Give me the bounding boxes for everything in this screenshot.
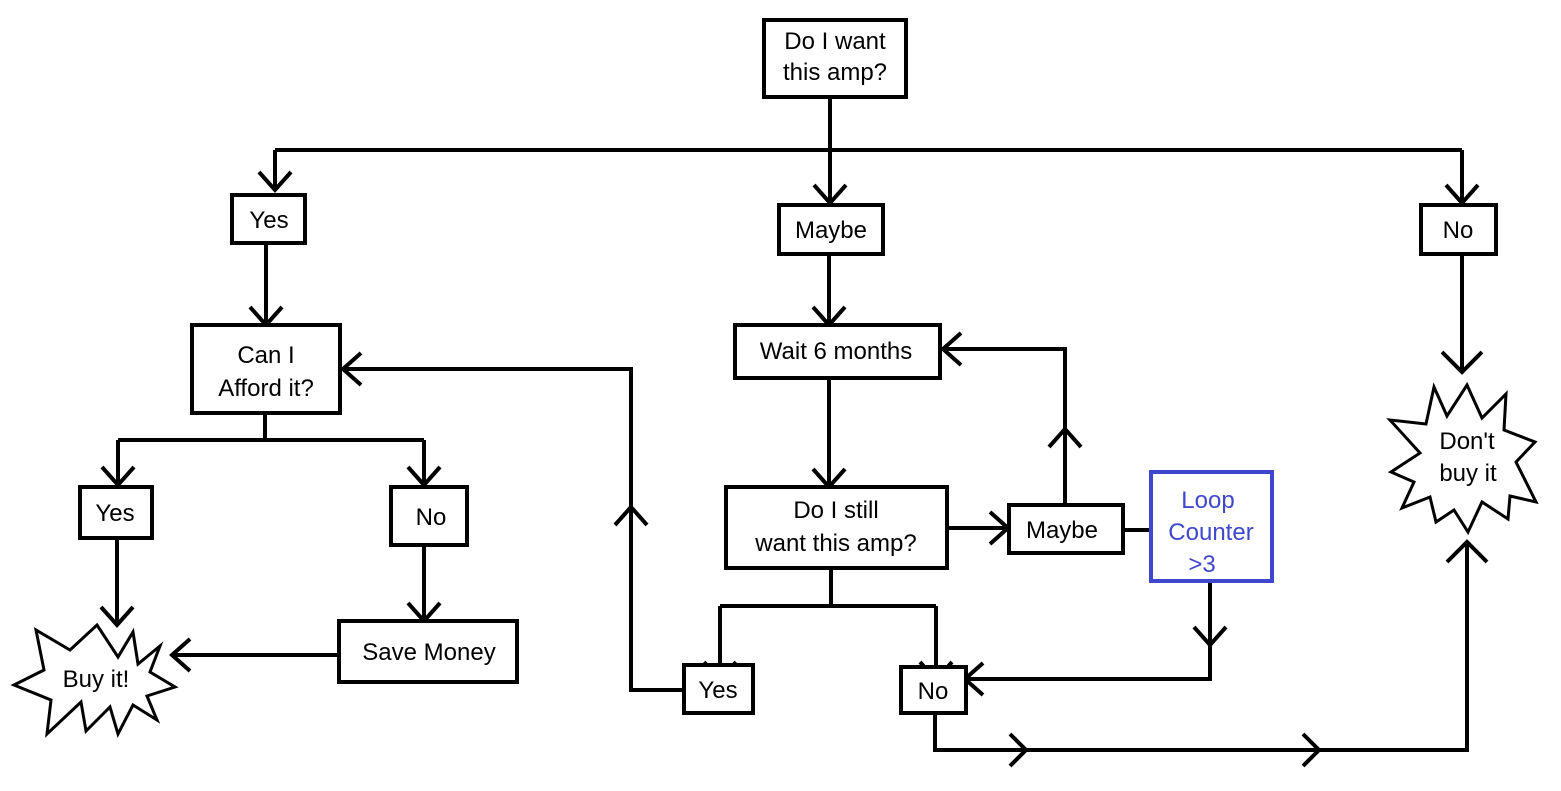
arrow-head-wait-return [939,331,963,367]
node-save-money-label: Save Money [362,639,495,666]
arrow-head-bottom-right-1 [1008,732,1029,768]
arrow-head-dont-from-no-top [1440,350,1484,375]
node-yes-left-label: Yes [95,500,134,527]
edge-still-branch [718,568,938,665]
node-start-line-2: this amp? [783,59,887,86]
node-no-bottom-label: No [918,678,949,705]
arrow-head-dont-from-bottom [1445,539,1489,564]
node-afford-line-1: Can I [237,342,294,369]
node-no-bottom: No [899,665,968,715]
arrow-head-counter-down [1192,625,1228,649]
node-maybe-mid-label: Maybe [1026,517,1098,544]
arrow-head-loop-up [1047,425,1083,449]
node-still-want-line-2: want this amp? [754,530,916,557]
node-no-left-label: No [416,504,447,531]
node-buy-it: Buy it! [10,622,179,738]
connectors [115,97,1469,752]
node-wait: Wait 6 months [733,323,942,380]
node-yes-bottom: Yes [682,663,755,715]
arrow-head-buy-from-yes [99,605,135,629]
node-dont-buy: Don't buy it [1386,381,1539,536]
node-loop-counter-line-2: Counter [1168,519,1253,546]
arrow-heads [99,170,1489,768]
edge-afford-branch [116,413,426,485]
node-save-money: Save Money [337,619,519,684]
node-no-left: No [389,485,469,547]
node-maybe-mid: Maybe [1007,503,1125,555]
node-buy-it-label: Buy it! [63,666,130,693]
edge-counter-to-no-bottom [965,581,1212,681]
node-afford: Can I Afford it? [190,323,342,415]
node-maybe-top: Maybe [777,203,885,256]
node-dont-buy-line-2: buy it [1439,460,1497,487]
node-no-top-label: No [1443,217,1474,244]
node-start: Do I want this amp? [762,18,908,99]
node-loop-counter: Loop Counter >3 [1149,470,1274,583]
arrow-head-loop-up-left [613,503,649,527]
node-no-top: No [1419,203,1498,256]
node-wait-label: Wait 6 months [760,338,913,365]
node-loop-counter-line-1: Loop [1181,487,1234,514]
node-loop-counter-line-3: >3 [1188,551,1215,578]
node-yes-top-label: Yes [249,207,288,234]
node-maybe-top-label: Maybe [795,217,867,244]
node-afford-line-2: Afford it? [218,375,314,402]
node-yes-bottom-label: Yes [698,677,737,704]
arrow-head-yes-top [257,170,293,194]
node-start-line-1: Do I want [784,28,886,55]
arrow-head-bottom-right-2 [1301,732,1322,768]
edge-maybe-mid-loop-back [943,347,1067,505]
edge-yes-bottom-to-afford [343,367,684,692]
node-dont-buy-line-1: Don't [1439,428,1495,455]
node-yes-left: Yes [78,485,154,540]
arrow-head-buy-from-save [168,637,192,673]
node-still-want: Do I still want this amp? [724,485,949,570]
node-still-want-line-1: Do I still [793,497,878,524]
node-yes-top: Yes [230,193,307,245]
arrow-head-afford-return [339,351,363,387]
edge-no-bottom-to-dont [933,542,1469,752]
